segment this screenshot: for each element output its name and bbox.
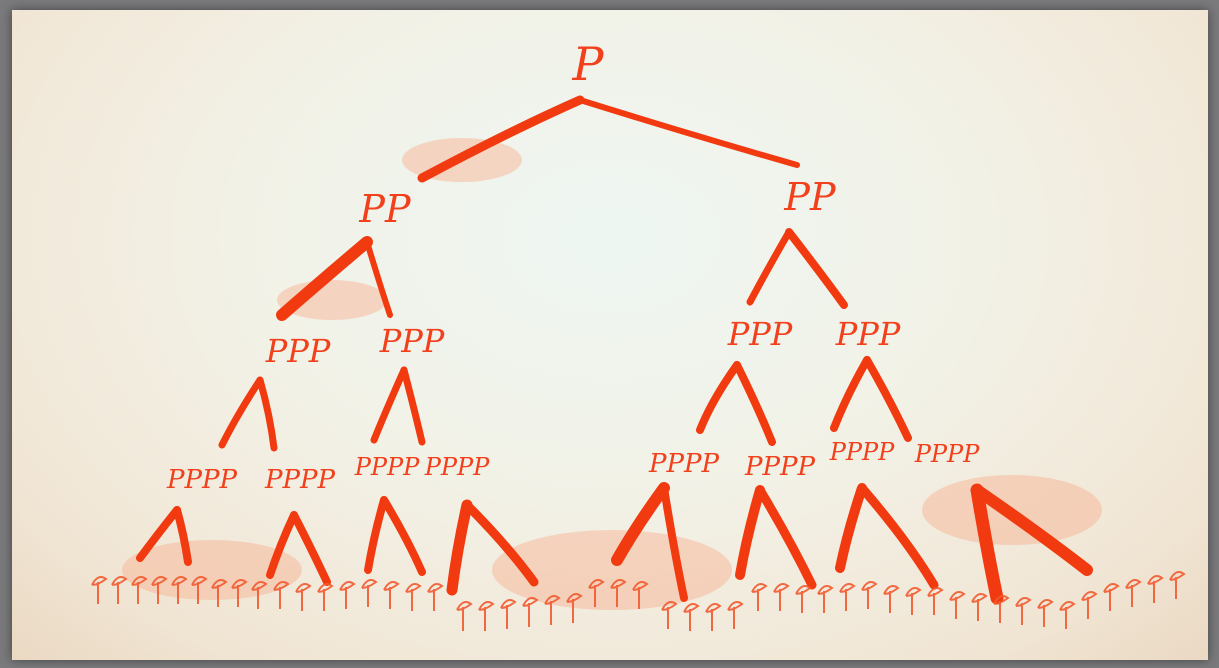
tree-label-level3: PPPP xyxy=(914,440,980,468)
tree-branch xyxy=(417,95,585,183)
tree-branch xyxy=(290,511,331,586)
tree-branch xyxy=(173,506,192,566)
whiteboard-photo: P PP PP PPP PPP PPP PPP PPPP PPPP PPPP P… xyxy=(12,10,1208,660)
tree-label-level3: PPPP xyxy=(354,453,420,481)
tree-branch xyxy=(835,483,867,573)
tree-branch xyxy=(971,484,1093,576)
tree-branch xyxy=(830,356,871,432)
tree-label-level2: PPP xyxy=(727,315,793,353)
tree-label-level3: PPPP xyxy=(744,452,815,482)
tree-label-level3: PPPP xyxy=(166,465,237,495)
bottom-row-scribbles xyxy=(91,571,1186,631)
tree-branch xyxy=(380,496,426,576)
tree-label-level3: PPPP xyxy=(264,465,335,495)
tree-branch xyxy=(136,506,181,562)
tree-branch xyxy=(857,483,939,590)
tree-branch xyxy=(218,376,264,449)
tree-branch xyxy=(970,483,1004,605)
tree-label-level1: PP xyxy=(358,187,412,231)
tree-label-level2: PPP xyxy=(379,322,445,360)
tree-label-level3: PPPP xyxy=(648,449,719,479)
tree-branch xyxy=(755,485,817,590)
tree-branch xyxy=(577,97,800,168)
tree-label-level3: PPPP xyxy=(829,438,895,466)
tree-branch xyxy=(785,228,848,309)
tree-label-level1: PP xyxy=(783,175,837,219)
tree-branch xyxy=(364,239,393,318)
paint-smear xyxy=(122,540,302,600)
tree-branch xyxy=(733,361,776,446)
tree-label-level2: PPP xyxy=(835,315,901,353)
tree-branch xyxy=(256,376,278,452)
tree-label-level2: PPP xyxy=(265,332,331,370)
tree-branch xyxy=(660,484,688,602)
tree-branch xyxy=(462,500,539,587)
tree-branch xyxy=(370,366,408,444)
tree-label-root: P xyxy=(572,37,605,91)
tree-branch xyxy=(696,361,741,434)
tree-branch xyxy=(735,485,765,580)
tree-branch xyxy=(446,499,473,596)
tree-branch xyxy=(266,511,298,579)
tree-branch xyxy=(400,366,426,446)
tree-branch xyxy=(276,236,373,321)
tree-branch xyxy=(746,228,793,306)
tree-branch xyxy=(863,356,912,442)
tree-branch xyxy=(611,482,670,566)
tree-label-level3: PPPP xyxy=(424,453,490,481)
tree-branch xyxy=(364,496,388,574)
branching-tree-drawing: P PP PP PPP PPP PPP PPP PPPP PPPP PPPP P… xyxy=(91,37,1186,631)
